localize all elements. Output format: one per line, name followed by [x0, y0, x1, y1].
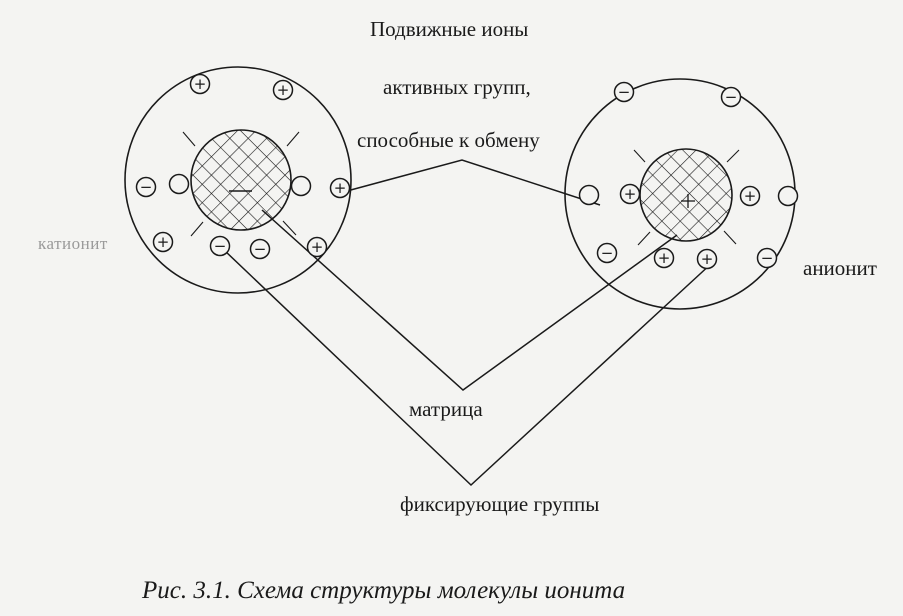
label-mobile-ions-line3: способные к обмену — [357, 128, 540, 152]
ion-circle — [135, 176, 157, 198]
ion-circle — [168, 173, 190, 195]
ion-plus-sign: + — [194, 75, 207, 93]
figure-caption: Рис. 3.1. Схема структуры молекулы ионит… — [142, 577, 626, 604]
anionite-molecule — [564, 78, 796, 310]
ion-plus-sign: + — [157, 233, 170, 251]
ion-circle — [596, 242, 618, 264]
ion-circle — [152, 231, 174, 253]
ion-plus-sign: + — [658, 249, 671, 267]
ion-minus-sign: − — [254, 240, 267, 258]
label-mobile-ions-line1: Подвижные ионы — [370, 17, 529, 41]
ion-circle — [329, 177, 351, 199]
ion-circle — [756, 247, 778, 269]
ion-plus-sign: + — [744, 187, 757, 205]
ion-plus-sign: + — [624, 185, 637, 203]
ion-circle — [720, 86, 742, 108]
ion-plus-sign: + — [701, 250, 714, 268]
ion-circle — [189, 73, 211, 95]
ion-circle — [249, 238, 271, 260]
mobile-ions-leader — [346, 159, 601, 206]
ion-circle — [272, 79, 294, 101]
cationite-molecule — [124, 66, 352, 294]
label-matrix: матрица — [409, 397, 483, 421]
cationite-matrix — [190, 129, 292, 231]
anionite-matrix — [639, 148, 733, 242]
ion-plus-sign: + — [334, 179, 347, 197]
label-cationite: катионит — [38, 234, 108, 253]
label-anionite: анионит — [803, 256, 877, 280]
label-mobile-ions-line2: активных групп, — [383, 75, 531, 99]
ion-circle — [290, 175, 312, 197]
ion-circle — [619, 183, 641, 205]
ion-plus-sign: + — [277, 81, 290, 99]
ion-minus-sign: − — [601, 244, 614, 262]
ion-circle — [209, 235, 231, 257]
fixing-groups-leader — [223, 249, 714, 487]
ion-circle — [578, 184, 600, 206]
cationite-outer-circle — [124, 66, 352, 294]
ion-circle — [739, 185, 761, 207]
ion-circle — [696, 248, 718, 270]
ion-circle — [653, 247, 675, 269]
ion-minus-sign: − — [761, 249, 774, 267]
ion-circle — [613, 81, 635, 103]
ion-circle — [777, 185, 799, 207]
ion-plus-sign: + — [311, 238, 324, 256]
ion-minus-sign: − — [618, 83, 631, 101]
ion-minus-sign: − — [140, 178, 153, 196]
matrix-leader — [261, 209, 678, 391]
leader-lines — [223, 159, 714, 487]
ion-circle — [306, 236, 328, 258]
label-fixing-groups: фиксирующие группы — [400, 492, 600, 516]
ion-groups: + + − + + − − + − − + + − + + − — [135, 73, 799, 270]
ion-minus-sign: − — [725, 88, 738, 106]
ion-minus-sign: − — [214, 237, 227, 255]
